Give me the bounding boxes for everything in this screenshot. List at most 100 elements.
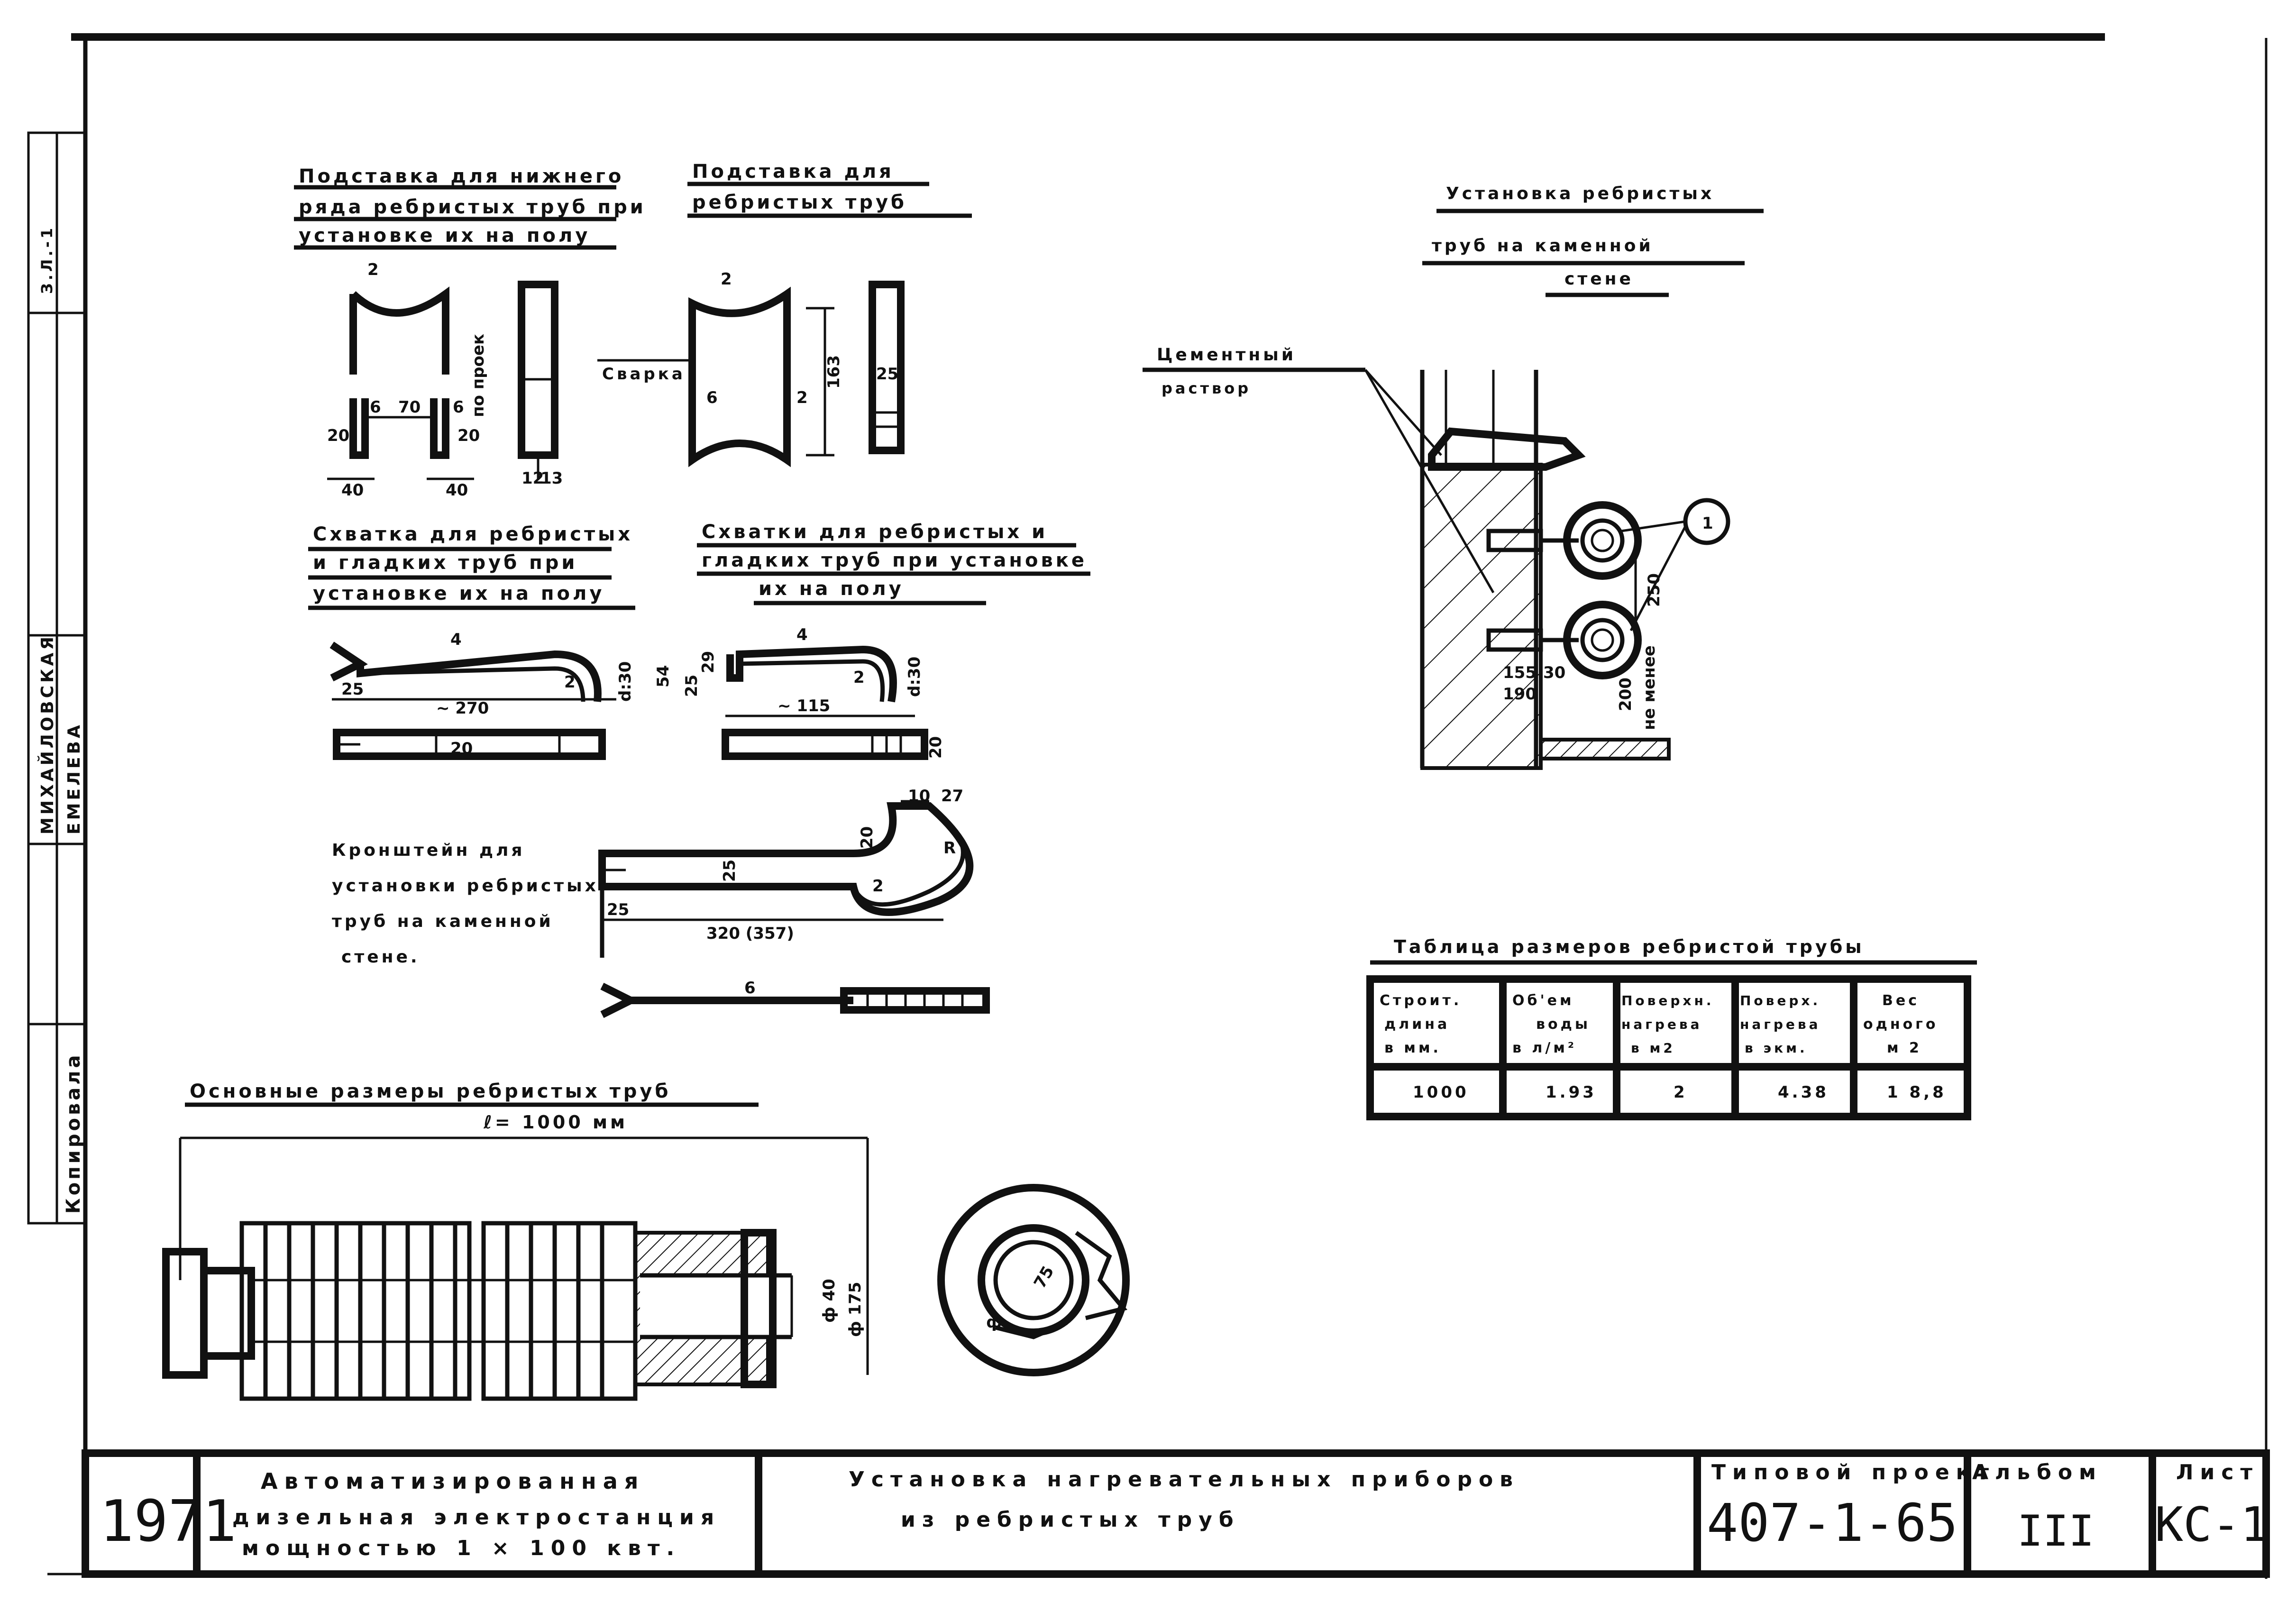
sidebar-stamp: З.Л.-1 МИХАЙЛОВСКАЯ ЕМЕЛЕВА Копировала	[27, 131, 87, 1225]
clamp-ribbed-dim-5: 2	[853, 668, 865, 687]
table-cell-length: 1000	[1413, 1083, 1469, 1102]
clamp-smooth-title-2: и гладких труб при	[313, 552, 577, 574]
table-col-1-line-3: в мм.	[1384, 1040, 1441, 1056]
main-dims-title: Основные размеры ребристых труб	[190, 1081, 671, 1102]
clamp-ribbed-dim-1: 54	[654, 665, 673, 687]
clamp-ribbed-dim-6: d:30	[905, 657, 924, 697]
table-col-3-line-1: Поверхн.	[1621, 993, 1714, 1008]
brackets-dim-1: 27	[941, 787, 963, 806]
wall-install-dim-5: не менее	[1640, 645, 1659, 730]
sheet-frame	[47, 33, 2268, 1579]
stand-pipes-dim-1: 163	[824, 355, 843, 389]
table-col-5-line-2: одного	[1863, 1016, 1938, 1033]
wall-install-mortar-1: Цементный	[1157, 345, 1296, 365]
main-dims-dim-3: ф	[986, 1313, 1002, 1332]
table-col-4-line-1: Поверх.	[1740, 993, 1820, 1008]
brackets-dim-3: R	[943, 839, 956, 858]
clamp-ribbed-dim-2: 25	[682, 675, 701, 697]
stand-pipes-dim-2: 6	[706, 388, 718, 407]
stand-lower-dim-1: 6	[370, 398, 381, 417]
main-dims-length: ℓ= 1000 мм	[483, 1112, 628, 1133]
drawing-stand-pipes: Подставка для ребристых труб 163 2 6 2 С…	[597, 161, 972, 467]
title-block-sheet-title-1: Установка нагревательных приборов	[849, 1467, 1519, 1492]
table-col-5-line-3: м 2	[1887, 1040, 1922, 1056]
stand-lower-dim-2: 70	[398, 398, 421, 417]
drawing-clamp-smooth: Схватка для ребристых и гладких труб при…	[308, 523, 635, 760]
table-col-2-line-3: в л/м²	[1512, 1040, 1577, 1056]
drawing-wall-install: Установка ребристых труб на каменной сте…	[1143, 184, 1764, 770]
clamp-smooth-dim-1: 25	[341, 680, 364, 699]
table-cell-surface-ekm: 4.38	[1778, 1083, 1829, 1102]
clamp-ribbed-dim-3: 29	[699, 651, 718, 673]
stand-lower-dim-5: 20	[457, 426, 480, 445]
brackets-dim-4: 2	[872, 877, 884, 896]
size-table-title: Таблица размеров ребристой трубы	[1394, 936, 1865, 957]
wall-install-dim-4: 200	[1616, 678, 1635, 711]
title-block-year: 1971	[100, 1489, 237, 1555]
main-dims-dim-0: ф 40	[820, 1279, 839, 1323]
drawing-main-dims: Основные размеры ребристых труб ℓ= 1000 …	[162, 1081, 1130, 1401]
table-col-4-line-3: в экм.	[1745, 1040, 1808, 1056]
clamp-smooth-dim-4: d:30	[616, 661, 635, 702]
sidebar-name-1: МИХАЙЛОВСКАЯ	[37, 634, 57, 834]
sidebar-stamp-top: З.Л.-1	[38, 225, 56, 294]
main-dims-dim-1: ф 175	[846, 1282, 865, 1337]
title-block-album-label: Альбом	[1972, 1460, 2103, 1484]
table-cell-surface-m2: 2	[1674, 1083, 1688, 1102]
clamp-ribbed-title-3: их на полу	[759, 578, 904, 600]
stand-pipes-dim-4: 25	[876, 365, 898, 384]
wall-install-dim-0: 250	[1645, 573, 1664, 607]
stand-lower-title-3: установке их на полу	[299, 225, 590, 247]
stand-lower-dim-10: 13	[540, 469, 563, 488]
stand-lower-dim-7: 40	[446, 481, 468, 500]
drawing-stand-lower: Подставка для нижнего ряда ребристых тру…	[294, 165, 646, 500]
table-col-3-line-3: в м2	[1631, 1040, 1675, 1056]
brackets-title-4: стене.	[341, 947, 420, 967]
wall-install-dim-2: 30	[1543, 663, 1565, 682]
table-col-2-line-1: Об'ем	[1512, 992, 1574, 1009]
clamp-smooth-dim-3: 2	[564, 673, 576, 692]
wall-install-mortar-2: раствор	[1162, 379, 1251, 397]
table-col-4-line-2: нагрева	[1740, 1017, 1821, 1032]
table-cell-water: 1.93	[1546, 1083, 1597, 1102]
title-block-project-number: 407-1-65	[1707, 1493, 1958, 1553]
clamp-ribbed-dim-0: 4	[796, 625, 808, 644]
main-dims-dim-2: 75	[1030, 1263, 1058, 1292]
brackets-title-2: установки ребристых	[332, 876, 599, 896]
brackets-title-3: труб на каменной	[332, 912, 554, 931]
stand-pipes-dim-3: 2	[796, 388, 808, 407]
stand-lower-dim-0: 2	[367, 260, 379, 279]
stand-pipes-title-2: ребристых труб	[692, 192, 907, 213]
clamp-smooth-title-3: установке их на полу	[313, 583, 604, 604]
brackets-dim-8: 6	[744, 979, 756, 998]
title-block-org-2: дизельная электростанция	[232, 1505, 721, 1530]
wall-install-dim-1: 155	[1503, 663, 1537, 682]
clamp-ribbed-title-1: Схватки для ребристых и	[702, 521, 1048, 543]
sidebar-name-2: ЕМЕЛЕВА	[64, 722, 84, 834]
sidebar-stamp-bottom: Копировала	[63, 1052, 84, 1214]
stand-lower-title-2: ряда ребристых труб при	[299, 196, 646, 218]
drawing-brackets: Кронштейн для установки ребристых труб н…	[332, 787, 990, 1018]
brackets-dim-2: 20	[858, 826, 877, 849]
stand-pipes-title-1: Подставка для	[692, 161, 894, 183]
title-block-sheet-label: Лист	[2176, 1460, 2259, 1484]
stand-lower-dim-3: 6	[453, 398, 464, 417]
wall-install-title-1: Установка ребристых	[1446, 184, 1714, 203]
wall-install-title-3: стене	[1564, 269, 1634, 289]
table-col-3-line-2: нагрева	[1621, 1017, 1702, 1032]
wall-install-dim-3: 190	[1503, 685, 1537, 704]
clamp-ribbed-dim-4: ~ 115	[778, 696, 830, 715]
title-block-org-1: Автоматизированная	[261, 1468, 645, 1494]
title-block-album-number: III	[2017, 1506, 2095, 1556]
size-table: Таблица размеров ребристой трубы Строит.…	[1366, 936, 1977, 1120]
stand-lower-dim-6: 40	[341, 481, 364, 500]
brackets-dim-0: 10	[908, 787, 930, 806]
stand-pipes-weld-label: Сварка	[602, 365, 686, 384]
stand-lower-title-1: Подставка для нижнего	[299, 165, 624, 187]
brackets-dim-5: 25	[720, 860, 739, 882]
clamp-ribbed-title-2: гладких труб при установке	[702, 550, 1087, 571]
brackets-dim-6: 25	[607, 900, 629, 919]
wall-install-callout: 1	[1702, 514, 1713, 533]
table-cell-weight: 1 8,8	[1887, 1083, 1947, 1102]
